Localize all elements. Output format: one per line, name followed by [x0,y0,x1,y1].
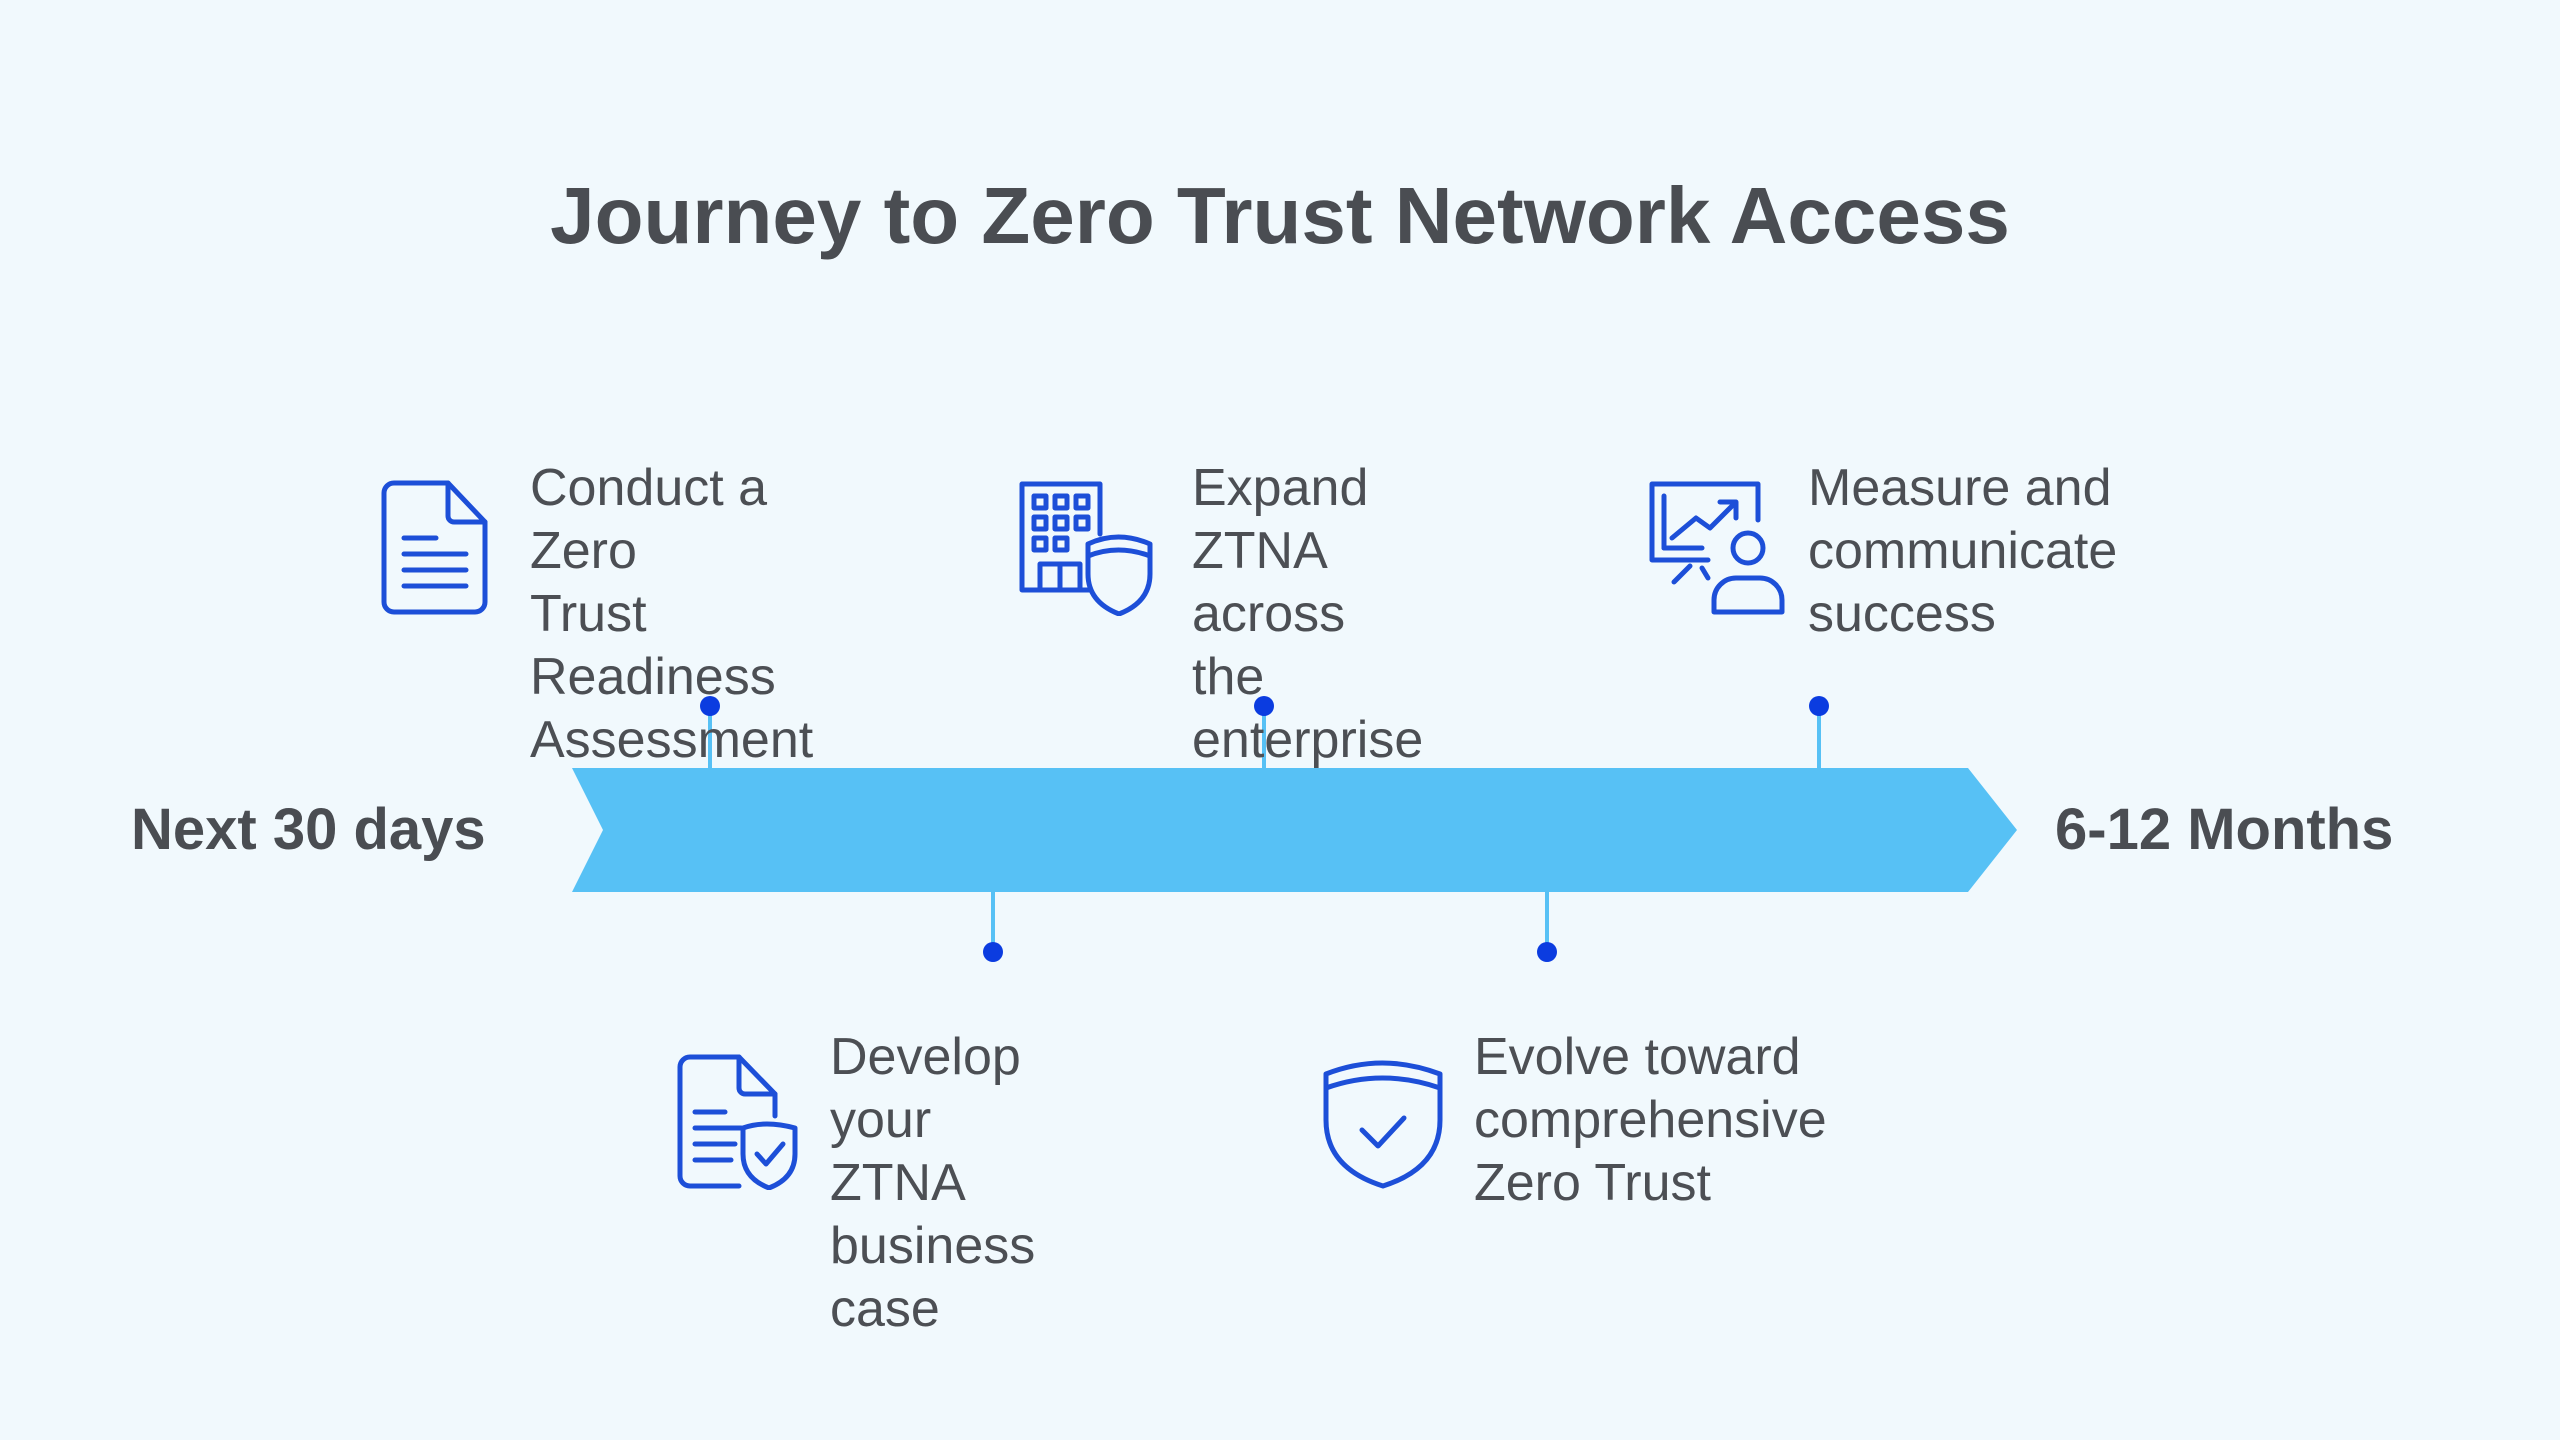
building-shield-icon [1019,481,1153,616]
step-evolve-zero-trust-text: Evolve toward comprehensive Zero Trust [1474,1028,1827,1212]
page-title: Journey to Zero Trust Network Access [550,171,2010,260]
timeline-end-label: 6-12 Months [2055,797,2394,862]
timeline-arrow [572,768,2017,892]
document-shield-check-icon [677,1054,798,1190]
document-icon [381,480,488,615]
timeline-dot-3 [1254,696,1274,716]
step-business-case-text: Develop your ZTNA business case [830,1028,1036,1338]
step-measure-success-text: Measure and communicate success [1808,459,2118,643]
step-readiness-assessment-text: Conduct a Zero Trust Readiness Assessmen… [530,459,814,769]
timeline-dot-2 [983,942,1003,962]
timeline-dot-5 [1809,696,1829,716]
timeline-dot-1 [700,696,720,716]
shield-check-icon [1323,1060,1443,1189]
timeline-start-label: Next 30 days [131,797,486,862]
presentation-chart-person-icon [1649,481,1785,615]
step-expand-ztna-text: Expand ZTNA across the enterprise [1192,459,1424,769]
timeline-dot-4 [1537,942,1557,962]
